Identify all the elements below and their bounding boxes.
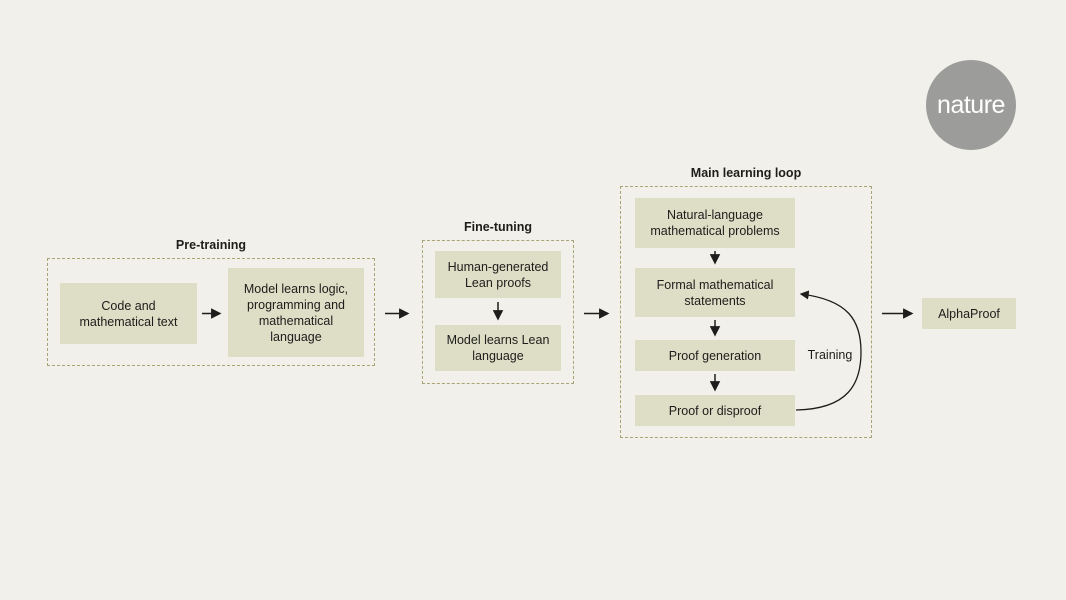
- model-learns-lean-box: Model learns Lean language: [435, 325, 561, 371]
- main-loop-label: Main learning loop: [690, 166, 802, 180]
- proof-or-disproof-box: Proof or disproof: [635, 395, 795, 426]
- finetuning-label: Fine-tuning: [463, 220, 533, 234]
- pretraining-label: Pre-training: [175, 238, 247, 252]
- proof-generation-box: Proof generation: [635, 340, 795, 371]
- human-lean-proofs-box: Human-generated Lean proofs: [435, 251, 561, 298]
- pretraining-group: [47, 258, 375, 366]
- model-learns-logic-box: Model learns logic, programming and math…: [228, 268, 364, 357]
- main-loop-group: [620, 186, 872, 438]
- code-and-math-text-box: Code and mathematical text: [60, 283, 197, 344]
- alphaproof-box: AlphaProof: [922, 298, 1016, 329]
- natural-language-problems-box: Natural-language mathematical problems: [635, 198, 795, 248]
- nature-logo: nature: [926, 60, 1016, 150]
- nature-logo-text: nature: [937, 90, 1005, 119]
- finetuning-group: [422, 240, 574, 384]
- training-label: Training: [807, 348, 853, 362]
- formal-statements-box: Formal mathematical statements: [635, 268, 795, 317]
